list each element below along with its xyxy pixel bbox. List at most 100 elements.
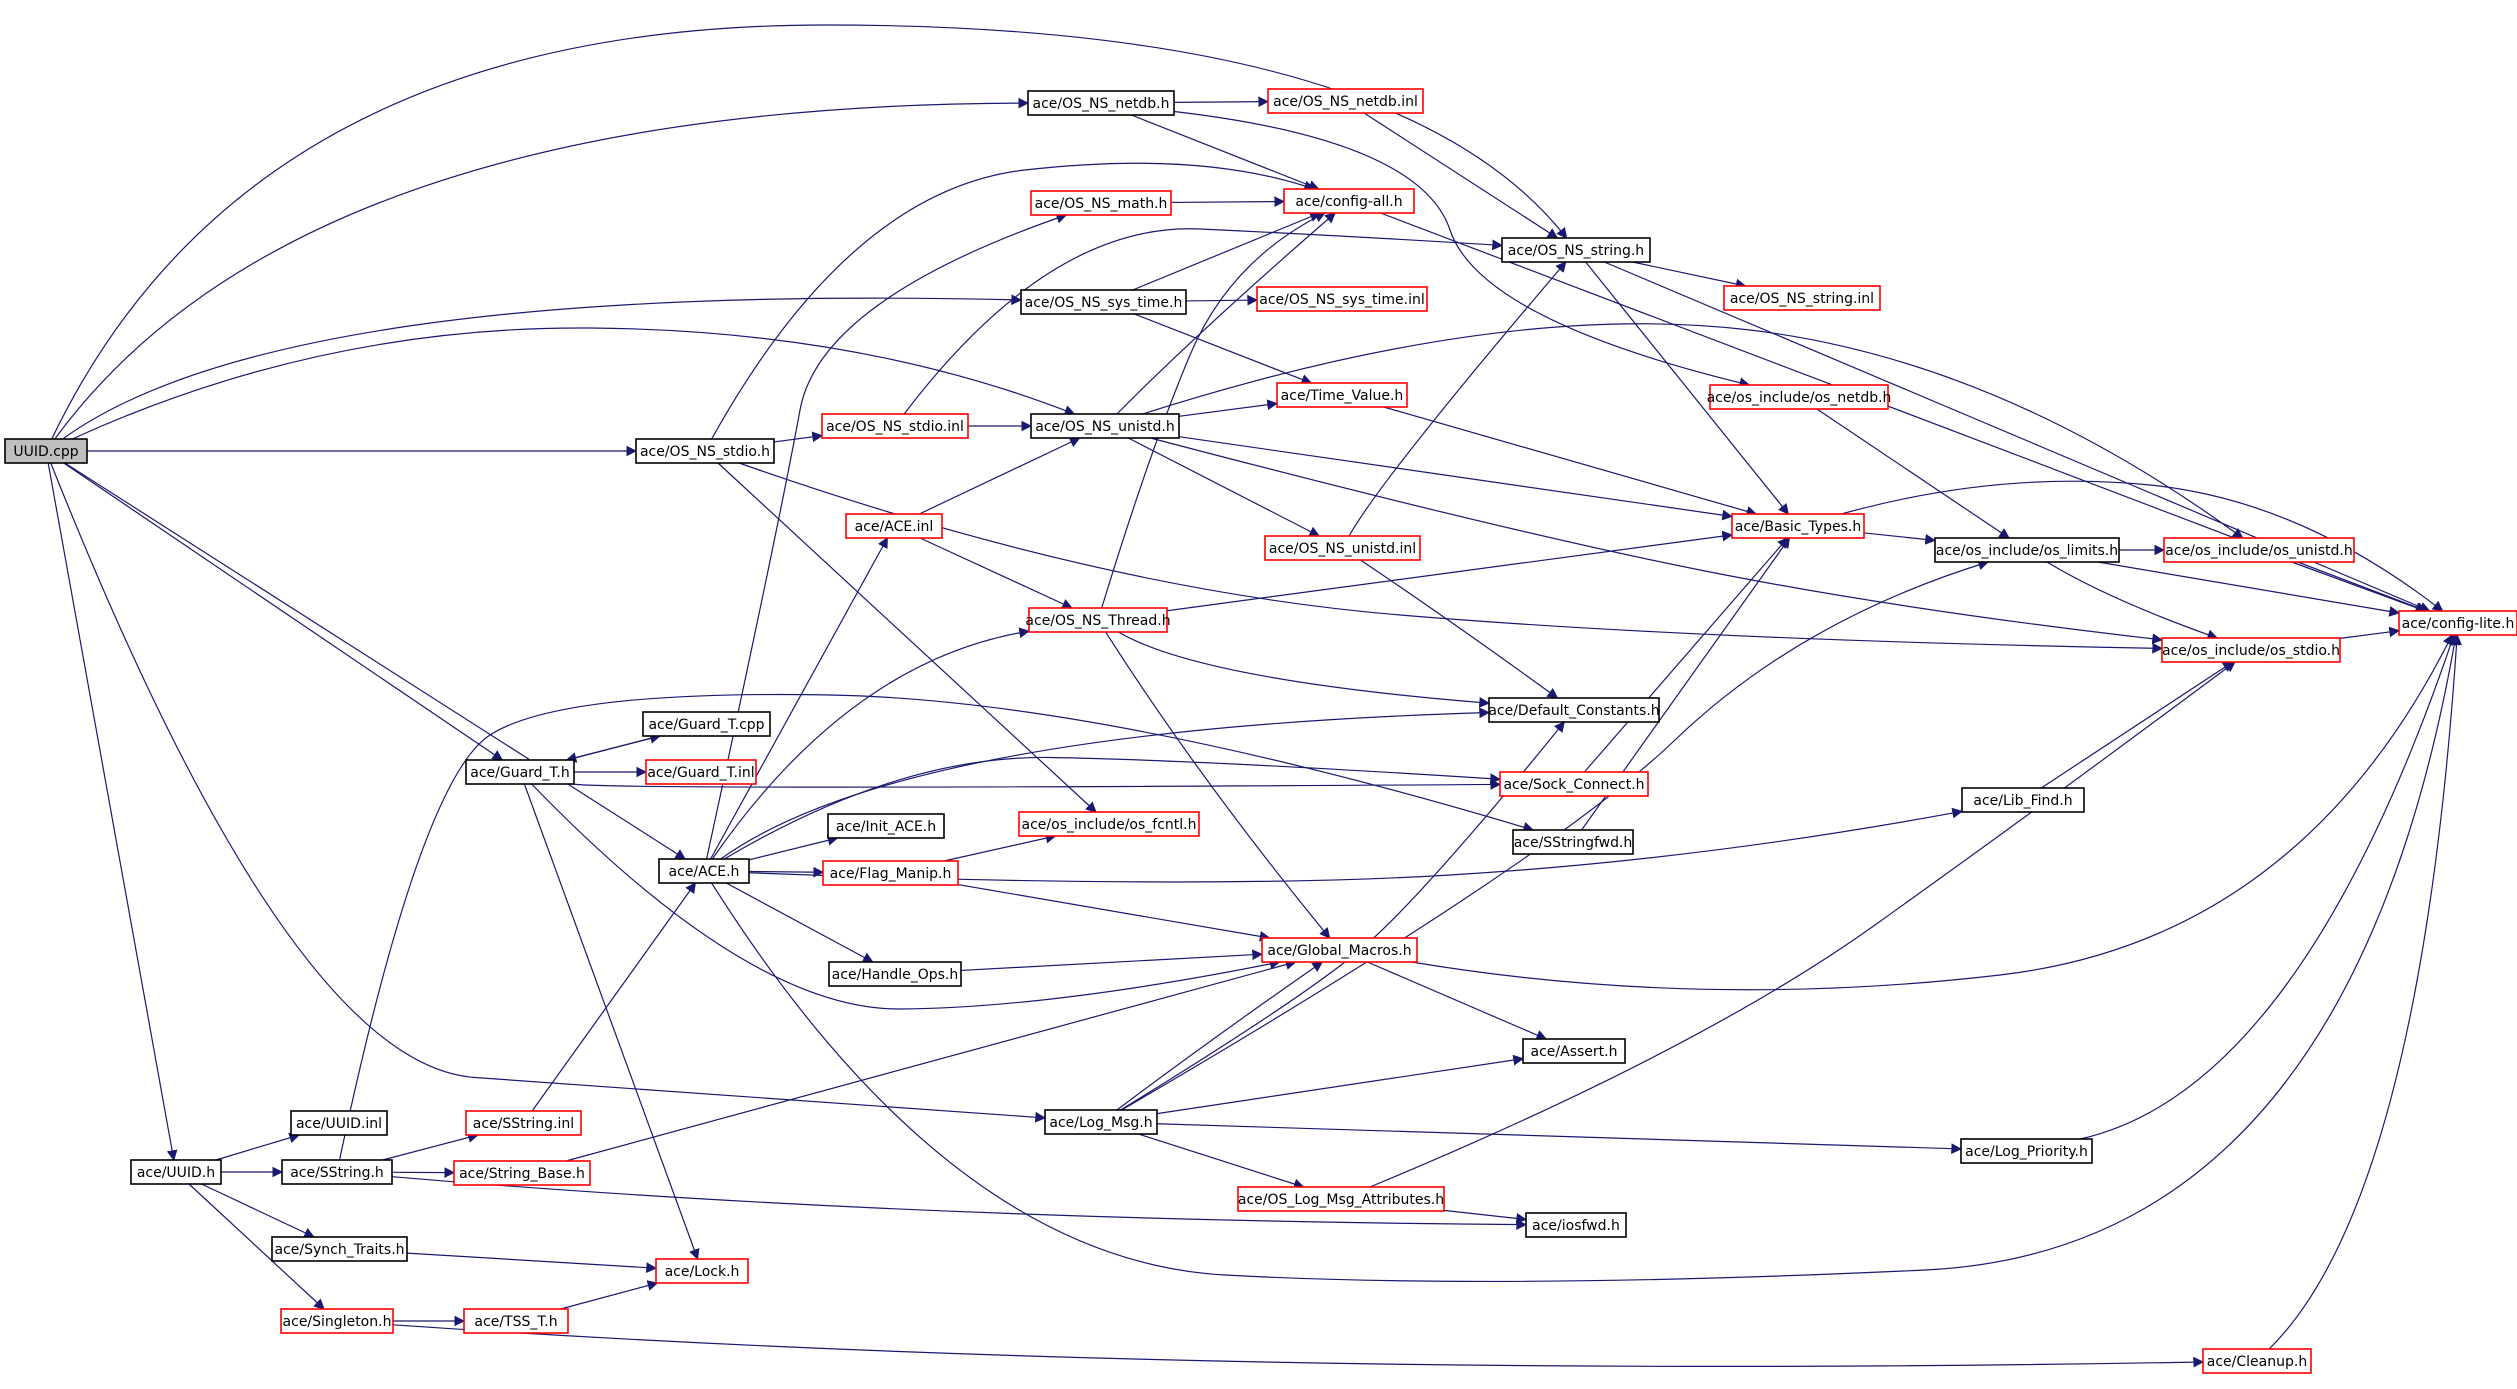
node-box[interactable] (271, 1236, 408, 1262)
node-box[interactable] (1030, 413, 1180, 439)
node-guard-t-cpp[interactable]: ace/Guard_T.cpp (642, 711, 771, 737)
node-uuid-cpp[interactable]: UUID.cpp (4, 438, 88, 464)
node-flag-manip-h[interactable]: ace/Flag_Manip.h (822, 860, 959, 886)
node-ace-h[interactable]: ace/ACE.h (658, 858, 750, 884)
node-config-all-h[interactable]: ace/config-all.h (1283, 188, 1415, 214)
node-box[interactable] (1488, 697, 1660, 723)
node-os-ns-thread-h[interactable]: ace/OS_NS_Thread.h (1025, 607, 1171, 633)
node-sstring-inl[interactable]: ace/SString.inl (465, 1110, 582, 1136)
node-box[interactable] (828, 961, 962, 987)
node-os-ns-sys-time-inl[interactable]: ace/OS_NS_sys_time.inl (1256, 286, 1428, 312)
node-uuid-inl[interactable]: ace/UUID.inl (290, 1110, 388, 1136)
node-box[interactable] (463, 1308, 569, 1334)
node-box[interactable] (2202, 1348, 2312, 1374)
node-time-value-h[interactable]: ace/Time_Value.h (1276, 382, 1408, 408)
node-box[interactable] (1501, 237, 1651, 263)
node-box[interactable] (465, 1110, 582, 1136)
node-box[interactable] (1512, 829, 1634, 855)
node-box[interactable] (1237, 1186, 1445, 1212)
node-box[interactable] (1256, 286, 1428, 312)
node-box[interactable] (290, 1110, 388, 1136)
node-box[interactable] (2398, 610, 2517, 636)
node-box[interactable] (1020, 289, 1187, 315)
node-box[interactable] (1709, 384, 1889, 410)
node-box[interactable] (642, 711, 771, 737)
node-log-msg-h[interactable]: ace/Log_Msg.h (1044, 1109, 1158, 1135)
node-handle-ops-h[interactable]: ace/Handle_Ops.h (828, 961, 962, 987)
node-box[interactable] (821, 413, 969, 439)
node-sstring-h[interactable]: ace/SString.h (281, 1159, 393, 1185)
node-os-ns-stdio-inl[interactable]: ace/OS_NS_stdio.inl (821, 413, 969, 439)
node-box[interactable] (1267, 88, 1424, 114)
node-global-macros-h[interactable]: ace/Global_Macros.h (1261, 937, 1418, 963)
node-os-ns-string-h[interactable]: ace/OS_NS_string.h (1501, 237, 1651, 263)
node-box[interactable] (1723, 285, 1881, 311)
node-lib-find-h[interactable]: ace/Lib_Find.h (1961, 787, 2085, 813)
node-default-constants-h[interactable]: ace/Default_Constants.h (1488, 697, 1660, 723)
node-box[interactable] (827, 813, 945, 839)
node-box[interactable] (1961, 787, 2085, 813)
node-box[interactable] (655, 1258, 749, 1284)
node-synch-traits-h[interactable]: ace/Synch_Traits.h (271, 1236, 408, 1262)
node-box[interactable] (130, 1159, 222, 1185)
node-os-ns-unistd-inl[interactable]: ace/OS_NS_unistd.inl (1264, 535, 1421, 561)
node-config-lite-h[interactable]: ace/config-lite.h (2398, 610, 2517, 636)
node-box[interactable] (1027, 90, 1175, 116)
node-box[interactable] (658, 858, 750, 884)
node-os-log-msg-attributes-h[interactable]: ace/OS_Log_Msg_Attributes.h (1237, 1186, 1445, 1212)
node-box[interactable] (1261, 937, 1418, 963)
node-box[interactable] (1264, 535, 1421, 561)
node-guard-t-inl[interactable]: ace/Guard_T.inl (645, 759, 757, 785)
node-box[interactable] (822, 860, 959, 886)
node-os-include-os-unistd-h[interactable]: ace/os_include/os_unistd.h (2163, 537, 2355, 563)
node-uuid-h[interactable]: ace/UUID.h (130, 1159, 222, 1185)
node-box[interactable] (465, 759, 575, 785)
node-os-ns-sys-time-h[interactable]: ace/OS_NS_sys_time.h (1020, 289, 1187, 315)
node-string-base-h[interactable]: ace/String_Base.h (453, 1160, 591, 1186)
node-box[interactable] (281, 1159, 393, 1185)
node-box[interactable] (1028, 607, 1168, 633)
node-init-ace-h[interactable]: ace/Init_ACE.h (827, 813, 945, 839)
node-cleanup-h[interactable]: ace/Cleanup.h (2202, 1348, 2312, 1374)
node-singleton-h[interactable]: ace/Singleton.h (280, 1308, 394, 1334)
node-box[interactable] (1499, 771, 1649, 797)
node-os-include-os-stdio-h[interactable]: ace/os_include/os_stdio.h (2161, 637, 2341, 663)
node-box[interactable] (645, 759, 757, 785)
node-box[interactable] (453, 1160, 591, 1186)
node-iosfwd-h[interactable]: ace/iosfwd.h (1525, 1212, 1627, 1238)
node-box[interactable] (1044, 1109, 1158, 1135)
node-guard-t-h[interactable]: ace/Guard_T.h (465, 759, 575, 785)
node-assert-h[interactable]: ace/Assert.h (1522, 1038, 1626, 1064)
node-ace-inl[interactable]: ace/ACE.inl (845, 513, 943, 539)
node-os-include-os-netdb-h[interactable]: ace/os_include/os_netdb.h (1707, 384, 1892, 410)
node-lock-h[interactable]: ace/Lock.h (655, 1258, 749, 1284)
node-os-ns-unistd-h[interactable]: ace/OS_NS_unistd.h (1030, 413, 1180, 439)
node-box[interactable] (1522, 1038, 1626, 1064)
node-box[interactable] (1731, 513, 1865, 539)
node-box[interactable] (2163, 537, 2355, 563)
node-os-ns-netdb-h[interactable]: ace/OS_NS_netdb.h (1027, 90, 1175, 116)
node-os-ns-netdb-inl[interactable]: ace/OS_NS_netdb.inl (1267, 88, 1424, 114)
node-box[interactable] (2161, 637, 2341, 663)
node-box[interactable] (1934, 537, 2120, 563)
node-os-include-os-fcntl-h[interactable]: ace/os_include/os_fcntl.h (1018, 811, 1200, 837)
node-os-ns-string-inl[interactable]: ace/OS_NS_string.inl (1723, 285, 1881, 311)
node-os-ns-math-h[interactable]: ace/OS_NS_math.h (1030, 190, 1172, 216)
node-basic-types-h[interactable]: ace/Basic_Types.h (1731, 513, 1865, 539)
node-box[interactable] (635, 438, 775, 464)
node-box[interactable] (1525, 1212, 1627, 1238)
node-log-priority-h[interactable]: ace/Log_Priority.h (1960, 1138, 2093, 1164)
node-box[interactable] (845, 513, 943, 539)
node-box[interactable] (1018, 811, 1200, 837)
node-tss-t-h[interactable]: ace/TSS_T.h (463, 1308, 569, 1334)
node-box[interactable] (1283, 188, 1415, 214)
node-os-ns-stdio-h[interactable]: ace/OS_NS_stdio.h (635, 438, 775, 464)
node-box[interactable] (280, 1308, 394, 1334)
node-os-include-os-limits-h[interactable]: ace/os_include/os_limits.h (1934, 537, 2120, 563)
node-sock-connect-h[interactable]: ace/Sock_Connect.h (1499, 771, 1649, 797)
node-sstringfwd-h[interactable]: ace/SStringfwd.h (1512, 829, 1634, 855)
node-box[interactable] (1030, 190, 1172, 216)
node-box[interactable] (1276, 382, 1408, 408)
node-box[interactable] (4, 438, 88, 464)
node-box[interactable] (1960, 1138, 2093, 1164)
